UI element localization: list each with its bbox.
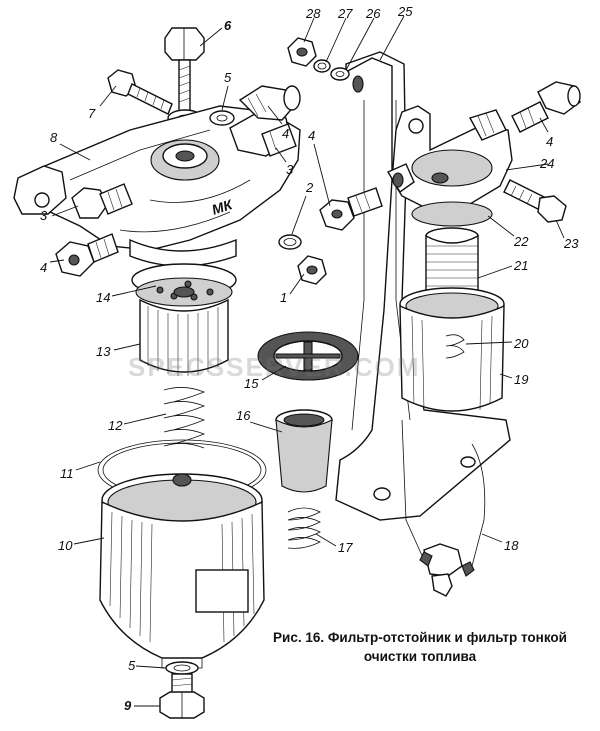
callout-3-left: 3 xyxy=(40,208,48,223)
callout-6: 6 xyxy=(224,18,232,33)
callout-12: 12 xyxy=(108,418,123,433)
drain-plug-9 xyxy=(159,673,205,719)
fine-filter-bowl-19 xyxy=(399,287,505,412)
callout-9: 9 xyxy=(124,698,132,713)
callout-15: 15 xyxy=(244,376,259,391)
bolt-23 xyxy=(503,179,567,223)
callout-19: 19 xyxy=(514,372,528,387)
caption-line-2: очистки топлива xyxy=(363,649,477,664)
callout-4-head: 4 xyxy=(282,126,289,141)
callout-24: 24 xyxy=(539,156,554,171)
caption-line-1: Рис. 16. Фильтр-отстойник и фильтр тонко… xyxy=(273,630,567,645)
gasket-2 xyxy=(278,234,302,250)
callout-4-bracket: 4 xyxy=(308,128,315,143)
callout-20: 20 xyxy=(513,336,529,351)
callout-14: 14 xyxy=(96,290,110,305)
leader-lines xyxy=(49,15,565,707)
callout-25: 25 xyxy=(397,4,413,19)
housing-mark: МК xyxy=(210,196,236,218)
union-nut-4-right xyxy=(511,81,581,133)
callout-3-head: 3 xyxy=(286,162,294,177)
sediment-filter-assembly: МК xyxy=(13,27,327,719)
callout-5-top: 5 xyxy=(224,70,232,85)
washer-5-bottom xyxy=(165,661,199,675)
clamp-18 xyxy=(401,419,486,597)
fine-filter-head xyxy=(386,105,513,211)
callout-21: 21 xyxy=(513,258,528,273)
middle-parts xyxy=(257,331,359,549)
filter-washer-15 xyxy=(257,331,359,381)
nut-1 xyxy=(297,255,327,285)
watermark: SPECSSERVER.COM xyxy=(128,352,421,382)
callout-4-left: 4 xyxy=(40,260,47,275)
washer-27 xyxy=(313,59,331,73)
callout-22: 22 xyxy=(513,234,529,249)
washer-26 xyxy=(330,67,350,81)
spring-12 xyxy=(163,387,206,449)
callout-16: 16 xyxy=(236,408,251,423)
union-nut-3-bracket xyxy=(319,187,383,231)
union-nut-4-left xyxy=(55,233,119,277)
washer-5-top xyxy=(209,110,235,126)
callout-28: 28 xyxy=(305,6,321,21)
filter-cup-16 xyxy=(275,409,333,493)
callout-18: 18 xyxy=(504,538,519,553)
bolt-7 xyxy=(107,69,173,115)
callout-2: 2 xyxy=(305,180,314,195)
callout-27: 27 xyxy=(337,6,353,21)
callout-numbers: 6 5 7 8 3 4 4 3 2 1 14 13 12 11 10 5 9 1… xyxy=(40,4,579,713)
callout-7: 7 xyxy=(88,106,96,121)
callout-5-bottom: 5 xyxy=(128,658,136,673)
nut-28 xyxy=(287,37,317,67)
spring-17 xyxy=(287,507,321,549)
fine-filter-assembly xyxy=(287,37,581,597)
figure-caption: Рис. 16. Фильтр-отстойник и фильтр тонко… xyxy=(250,628,590,666)
callout-10: 10 xyxy=(58,538,73,553)
sediment-bowl-10 xyxy=(99,473,265,669)
callout-1: 1 xyxy=(280,290,287,305)
callout-17: 17 xyxy=(338,540,353,555)
callout-23: 23 xyxy=(563,236,579,251)
head-right-fittings xyxy=(238,85,301,157)
callout-13: 13 xyxy=(96,344,111,359)
filter-element-13 xyxy=(131,263,237,376)
callout-26: 26 xyxy=(365,6,381,21)
callout-11: 11 xyxy=(60,466,74,481)
callout-4-right: 4 xyxy=(546,134,553,149)
union-nut-3-left xyxy=(71,183,133,219)
callout-8: 8 xyxy=(50,130,58,145)
